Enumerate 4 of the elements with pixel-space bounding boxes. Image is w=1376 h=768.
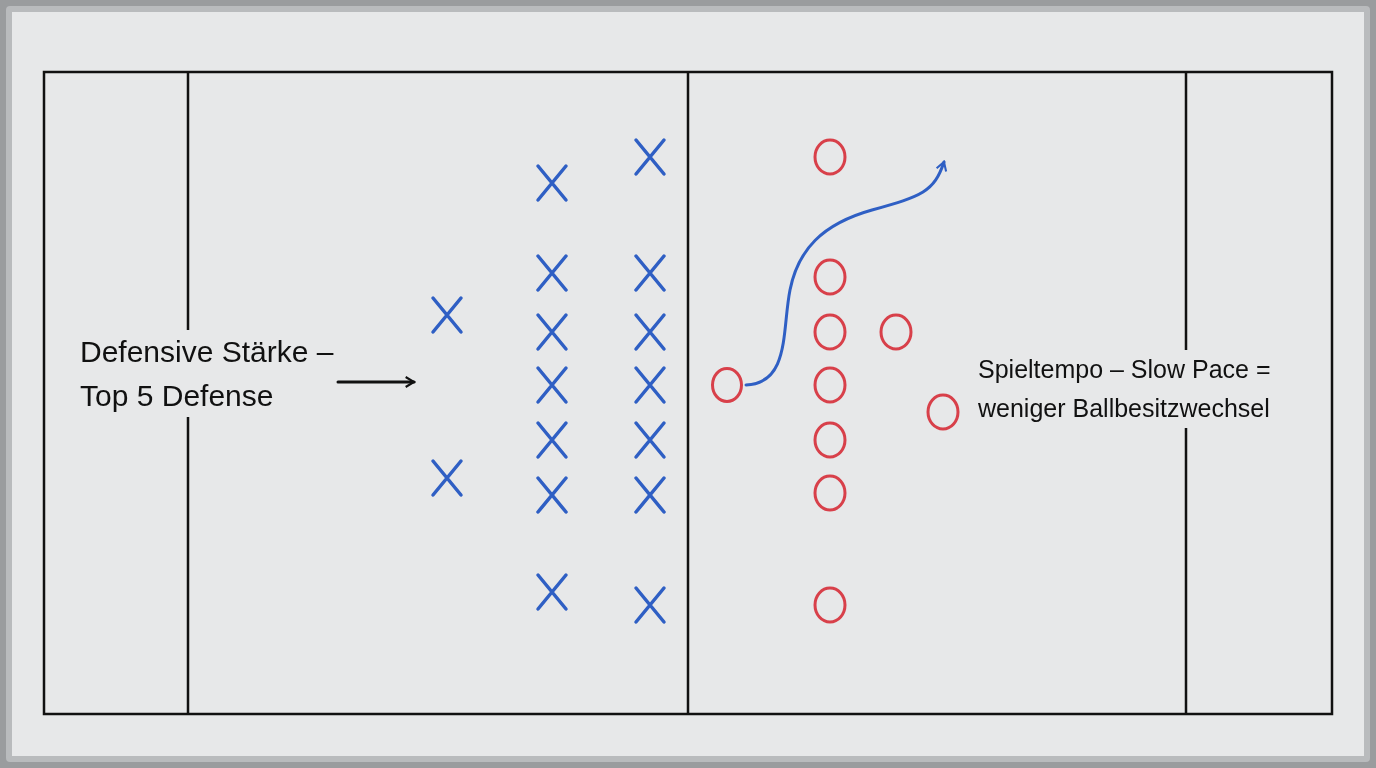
player-circle (711, 367, 743, 403)
note-text: Defensive Stärke – Top 5 Defense (80, 335, 334, 412)
arrow (744, 160, 947, 387)
arrow (336, 375, 416, 389)
